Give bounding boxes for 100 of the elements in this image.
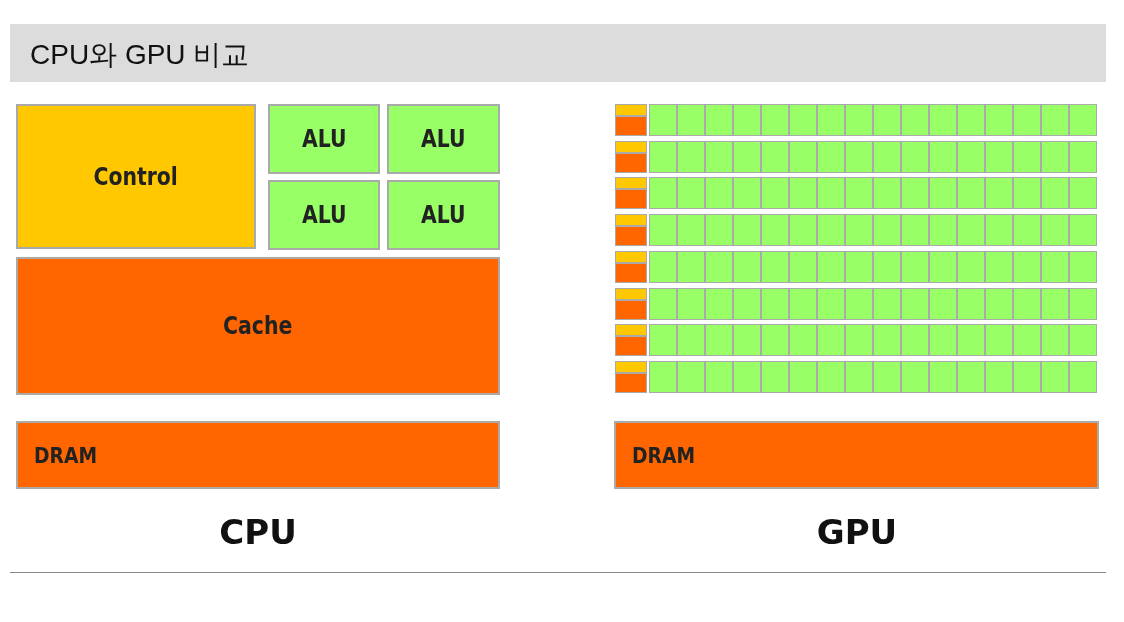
alu-cell xyxy=(677,177,705,210)
alu-cell xyxy=(761,360,789,393)
node-label: ALU xyxy=(421,125,466,153)
alu-cell xyxy=(1013,214,1041,247)
alu-cell xyxy=(817,287,845,320)
alu-cell xyxy=(1041,324,1069,357)
alu-cell xyxy=(1069,324,1097,357)
cache-cell xyxy=(615,226,647,247)
alu-cell xyxy=(957,287,985,320)
alu-cell xyxy=(761,324,789,357)
alu-cell xyxy=(649,250,677,283)
alu-cell xyxy=(817,214,845,247)
alu-cell xyxy=(733,177,761,210)
alu-cell xyxy=(1013,140,1041,173)
node-label: DRAM xyxy=(632,442,695,468)
alu-cell xyxy=(1013,360,1041,393)
alu-cell xyxy=(705,140,733,173)
alu-cell xyxy=(929,104,957,136)
alu-cell xyxy=(985,214,1013,247)
alu-cell xyxy=(873,324,901,357)
alu-cell xyxy=(705,214,733,247)
alu-cell xyxy=(1013,177,1041,210)
alu-cell xyxy=(873,214,901,247)
alu-cell xyxy=(761,250,789,283)
alu-cell xyxy=(649,214,677,247)
alu-cell xyxy=(845,360,873,393)
alu-cell xyxy=(873,360,901,393)
alu-cell xyxy=(985,140,1013,173)
cache-cell xyxy=(615,152,647,173)
alu-cell xyxy=(705,360,733,393)
alu-cell xyxy=(1041,104,1069,136)
alu-cell xyxy=(929,324,957,357)
alu-cell xyxy=(1069,360,1097,393)
alu-cell xyxy=(873,104,901,136)
alu-cell xyxy=(649,287,677,320)
alu-cell xyxy=(705,104,733,136)
alu-cell xyxy=(985,177,1013,210)
alu-cell xyxy=(761,177,789,210)
node-label: Cache xyxy=(223,312,293,340)
alu-cell xyxy=(901,104,929,136)
alu-cell xyxy=(733,324,761,357)
alu-cell xyxy=(985,287,1013,320)
alu-cell xyxy=(817,177,845,210)
alu-cell xyxy=(789,287,817,320)
alu-cell xyxy=(873,140,901,173)
alu-cell xyxy=(845,140,873,173)
node-label: ALU xyxy=(421,201,466,229)
alu-cell xyxy=(733,250,761,283)
alu-cell xyxy=(649,324,677,357)
control-box xyxy=(16,104,256,249)
alu-cell xyxy=(649,104,677,136)
alu-cell xyxy=(761,140,789,173)
alu-cell xyxy=(1041,140,1069,173)
alu-cell xyxy=(901,287,929,320)
alu-cell xyxy=(817,104,845,136)
dram-box xyxy=(614,421,1099,489)
alu-cell xyxy=(1069,287,1097,320)
cache-cell xyxy=(615,116,647,136)
alu-cell xyxy=(733,287,761,320)
alu-cell xyxy=(817,250,845,283)
dram-box xyxy=(16,421,500,489)
alu-cell xyxy=(789,324,817,357)
alu-cell xyxy=(845,177,873,210)
alu-cell xyxy=(957,360,985,393)
alu-cell xyxy=(873,250,901,283)
alu-cell xyxy=(649,177,677,210)
alu-cell xyxy=(929,214,957,247)
node-label: Control xyxy=(93,162,179,191)
alu-box xyxy=(268,180,380,250)
cache-cell xyxy=(615,262,647,283)
alu-cell xyxy=(705,324,733,357)
alu-cell xyxy=(929,287,957,320)
alu-cell xyxy=(1069,250,1097,283)
cache-cell xyxy=(615,189,647,210)
section-label: CPU xyxy=(219,512,297,552)
alu-cell xyxy=(817,140,845,173)
alu-cell xyxy=(677,360,705,393)
alu-cell xyxy=(845,214,873,247)
alu-cell xyxy=(677,104,705,136)
alu-cell xyxy=(761,214,789,247)
alu-cell xyxy=(733,214,761,247)
alu-cell xyxy=(705,287,733,320)
alu-cell xyxy=(985,324,1013,357)
control-cell xyxy=(615,140,647,153)
alu-cell xyxy=(705,250,733,283)
title: CPU와 GPU 비교 xyxy=(30,38,250,72)
alu-cell xyxy=(817,360,845,393)
alu-cell xyxy=(957,250,985,283)
control-cell xyxy=(615,287,647,300)
alu-cell xyxy=(929,177,957,210)
cache-cell xyxy=(615,336,647,357)
alu-cell xyxy=(677,324,705,357)
alu-cell xyxy=(873,287,901,320)
alu-cell xyxy=(957,140,985,173)
alu-cell xyxy=(1069,214,1097,247)
alu-cell xyxy=(1013,324,1041,357)
alu-cell xyxy=(985,104,1013,136)
control-cell xyxy=(615,324,647,337)
node-label: ALU xyxy=(301,201,347,229)
alu-cell xyxy=(1041,250,1069,283)
